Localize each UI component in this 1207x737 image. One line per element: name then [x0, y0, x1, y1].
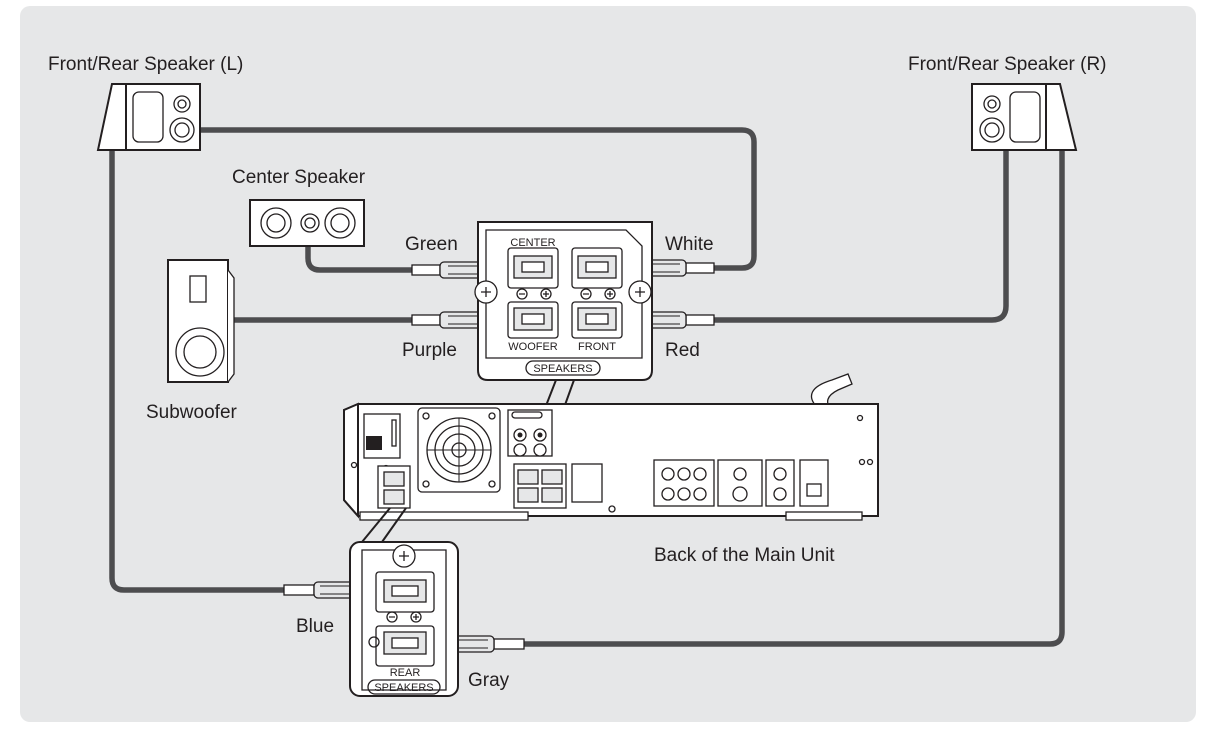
diagram-labels: Front/Rear Speaker (L) Front/Rear Speake… [48, 54, 1107, 691]
wire-color-red-label: Red [665, 340, 700, 361]
woofer-terminal-label: WOOFER [508, 341, 558, 353]
front-terminal-label: FRONT [578, 341, 616, 353]
center-speaker [249, 199, 365, 247]
front-speaker-jack-block [513, 463, 603, 509]
polarity-symbols [516, 288, 616, 300]
front-right-terminal [571, 301, 623, 339]
rear-terminal-label: REAR [390, 667, 421, 679]
wire-color-green-label: Green [405, 234, 458, 255]
wire-color-blue-label: Blue [296, 616, 334, 637]
main-unit-back-label: Back of the Main Unit [654, 545, 835, 566]
rear-right-terminal [375, 625, 435, 667]
wire-color-gray-label: Gray [468, 670, 510, 691]
rear-left-terminal [375, 571, 435, 613]
front-rear-speaker-right [971, 83, 1078, 151]
front-left-terminal [571, 247, 623, 289]
rear-speakers-terminal-panel: REAR SPEAKERS [349, 507, 459, 697]
center-terminal [507, 247, 559, 289]
wire-color-purple-label: Purple [402, 340, 457, 361]
video-out-jacks [717, 459, 763, 507]
wire-color-white-label: White [665, 234, 714, 255]
woofer-terminal [507, 301, 559, 339]
wire-green-center [305, 223, 421, 273]
wire-red-front-right [709, 97, 1009, 323]
wire-gray-rear-right [519, 147, 1065, 647]
center-terminal-label: CENTER [510, 237, 555, 249]
cooling-fan [417, 407, 501, 493]
main-unit-back [343, 373, 879, 521]
wire-white-front-left [197, 127, 757, 271]
front-speakers-terminal-panel: CENTER WOOFER FRONT SPEAKERS [474, 221, 653, 453]
wire-blue-rear-left [109, 147, 291, 593]
subwoofer-label: Subwoofer [146, 402, 238, 423]
aux-jacks [507, 409, 553, 457]
component-out-jacks [653, 459, 715, 507]
optical-jack [799, 459, 829, 507]
front-rear-speaker-left-label: Front/Rear Speaker (L) [48, 54, 243, 75]
rear-speaker-jack-block [377, 465, 411, 509]
rear-speakers-panel-label: SPEAKERS [374, 682, 433, 694]
center-speaker-label: Center Speaker [232, 167, 366, 188]
speakers-panel-label: SPEAKERS [533, 363, 592, 375]
audio-in-jacks [765, 459, 795, 507]
subwoofer-speaker [167, 259, 235, 383]
speaker-wires [109, 97, 1065, 647]
power-block [363, 413, 401, 459]
front-rear-speaker-right-label: Front/Rear Speaker (R) [908, 54, 1107, 75]
front-rear-speaker-left [96, 83, 201, 151]
